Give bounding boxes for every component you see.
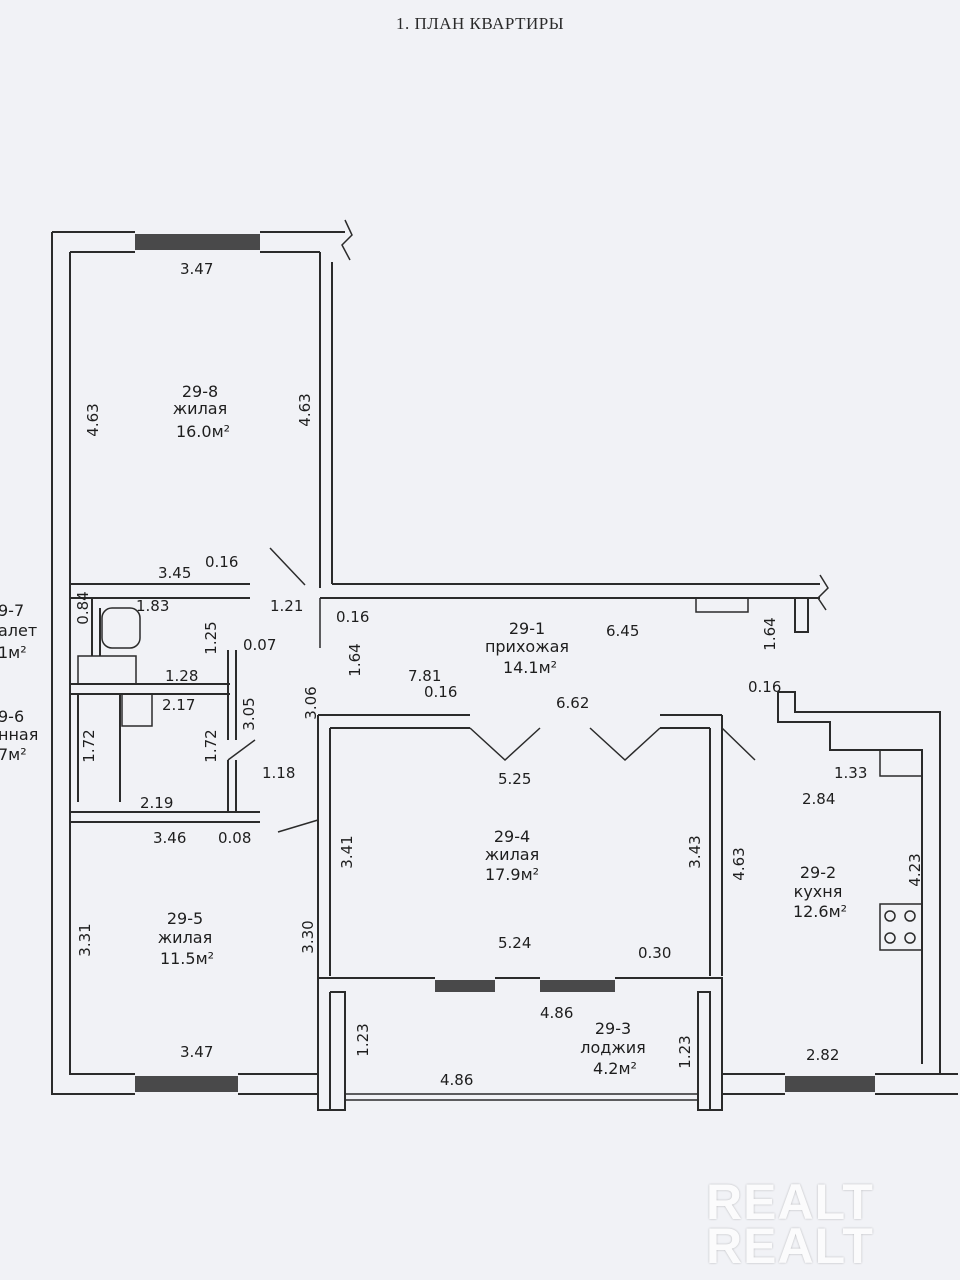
dimension-label: 3.47 [180,260,213,278]
room-labels: 29-8 жилая 16.0м² 29-1 прихожая 14.1м² 2… [0,382,847,1078]
dimension-label: 3.31 [76,923,94,956]
plan-title: 1. ПЛАН КВАРТИРЫ [395,14,565,33]
watermark-line: REALT [706,1174,874,1230]
room-code: 9-7 [0,601,24,620]
dimension-label: 3.05 [240,697,258,730]
dimension-label: 2.82 [806,1046,839,1064]
room-code: 29-4 [494,827,530,846]
dimension-label: 1.18 [262,764,295,782]
dimension-label: 1.33 [834,764,867,782]
dimension-label: 3.30 [299,920,317,953]
dimension-label: 1.21 [270,597,303,615]
dimension-label: 0.07 [243,636,276,654]
dimension-label: 7.81 [408,667,441,685]
room-code: 29-2 [800,863,836,882]
dimension-label: 1.28 [165,667,198,685]
room-label: жилая [485,845,539,864]
dimension-label: 4.23 [906,853,924,886]
dimension-label: 1.64 [761,617,779,650]
watermark-line: REALT [706,1218,874,1274]
dimension-label: 3.47 [180,1043,213,1061]
room-code: 29-5 [167,909,203,928]
room-area: 14.1м² [503,658,557,677]
dimension-label: 0.16 [424,683,457,701]
dimension-label: 4.86 [540,1004,573,1022]
dimension-label: 0.84 [74,591,92,624]
dimension-label: 4.86 [440,1071,473,1089]
dimension-label: 5.24 [498,934,531,952]
dimension-label: 3.06 [302,686,320,719]
dimension-label: 1.72 [202,729,220,762]
room-area: 17.9м² [485,865,539,884]
dimension-labels: 3.47 4.63 4.63 3.45 0.16 1.21 1.83 0.84 … [74,260,924,1089]
dimension-label: 5.25 [498,770,531,788]
dimension-label: 6.45 [606,622,639,640]
dimension-label: 1.23 [676,1035,694,1068]
room-label: кухня [794,882,843,901]
room-label: лоджия [580,1038,646,1057]
room-area: 12.6м² [793,902,847,921]
room-area: 16.0м² [176,422,230,441]
dimension-label: 0.16 [748,678,781,696]
room-area: 11.5м² [160,949,214,968]
room-label: прихожая [485,637,569,656]
room-code: 29-3 [595,1019,631,1038]
dimension-label: 0.16 [205,553,238,571]
dimension-label: 1.72 [80,729,98,762]
dimension-label: 1.64 [346,643,364,676]
dimension-label: 1.23 [354,1023,372,1056]
dimension-label: 2.84 [802,790,835,808]
dimension-label: 0.30 [638,944,671,962]
windows [135,234,875,1092]
room-code: 9-6 [0,707,24,726]
dimension-label: 0.08 [218,829,251,847]
dimension-label: 1.83 [136,597,169,615]
dimension-label: 6.62 [556,694,589,712]
room-label: жилая [158,928,212,947]
dimension-label: 4.63 [730,847,748,880]
room-area: 1м² [0,643,27,662]
room-area: 7м² [0,745,27,764]
dimension-label: 1.25 [202,621,220,654]
room-area: 4.2м² [593,1059,637,1078]
room-code: 29-8 [182,382,218,401]
dimension-label: 4.63 [296,393,314,426]
realt-watermark: REALT REALT [706,1174,946,1274]
room-label: жилая [173,399,227,418]
dimension-label: 0.16 [336,608,369,626]
dimension-label: 3.46 [153,829,186,847]
dimension-label: 4.63 [84,403,102,436]
room-label: нная [0,725,38,744]
room-label: алет [0,621,37,640]
dimension-label: 2.17 [162,696,195,714]
room-code: 29-1 [509,619,545,638]
walls [51,219,958,1111]
dimension-label: 2.19 [140,794,173,812]
dimension-label: 3.43 [686,835,704,868]
dimension-label: 3.41 [338,835,356,868]
dimension-label: 3.45 [158,564,191,582]
